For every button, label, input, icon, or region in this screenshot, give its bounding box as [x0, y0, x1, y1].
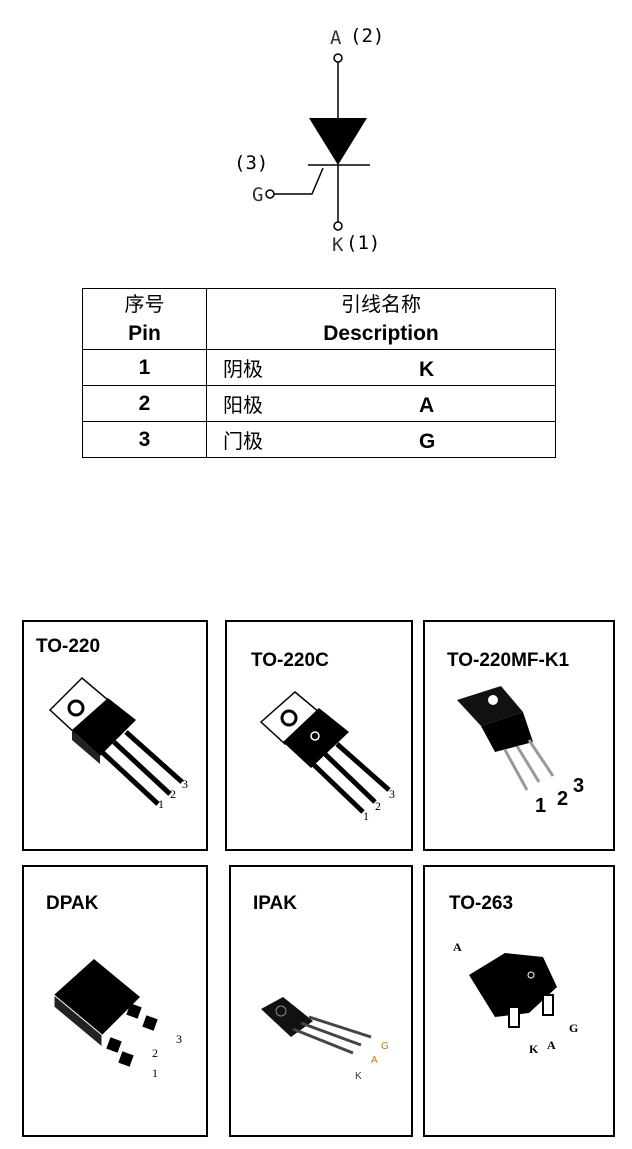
package-name: TO-220C [251, 650, 329, 671]
pin-symbol: K [419, 358, 435, 381]
package-to-263: TO-263 A K A G [423, 865, 615, 1137]
dpak-drawing: 1 2 3 [53, 959, 182, 1080]
package-name: TO-220MF-K1 [447, 650, 570, 671]
package-name: DPAK [46, 893, 99, 914]
table-row: 2 阳极 A [82, 385, 556, 422]
pin-label: 3 [389, 787, 395, 801]
table-row: 1 阴极 K [82, 349, 556, 386]
package-name: TO-220 [36, 636, 101, 657]
package-name: TO-263 [449, 893, 514, 914]
pin-name-cn: 阴极 [223, 357, 263, 381]
pin-label: G [381, 1041, 389, 1052]
package-dpak: DPAK 1 2 3 [22, 865, 208, 1137]
pin-name-cn: 门极 [223, 429, 263, 453]
pin-label: 2 [375, 799, 381, 813]
to-263-drawing: A K A G [453, 940, 578, 1056]
anode-pin: (2) [350, 25, 385, 47]
pin-label: K [529, 1042, 539, 1056]
pin-label: G [569, 1021, 578, 1035]
pin-number: 1 [82, 349, 207, 386]
pin-number: 2 [82, 385, 207, 422]
pin-label: 1 [152, 1066, 158, 1080]
pin-symbol: G [419, 430, 436, 453]
pin-symbol: A [419, 394, 435, 417]
header-pin-cn: 序号 [124, 292, 165, 316]
header-desc-cn: 引线名称 [341, 292, 421, 316]
pin-label: 2 [170, 787, 176, 801]
cathode-label: K [332, 234, 344, 256]
pin-label: 1 [535, 795, 546, 817]
pin-label: 1 [363, 809, 369, 823]
cathode-pin: (1) [346, 232, 381, 254]
table-row: 3 门极 G [82, 421, 556, 458]
package-to-220mf-k1: TO-220MF-K1 1 2 3 [423, 620, 615, 851]
tab-label: A [453, 940, 462, 954]
package-to-220: TO-220 1 2 3 [22, 620, 208, 851]
package-ipak: IPAK K A G [229, 865, 413, 1137]
table-header-row: 序号 Pin 引线名称 Description [82, 288, 556, 350]
gate-pin: (3) [234, 152, 269, 174]
pin-label: 3 [182, 777, 188, 791]
package-to-220c: TO-220C 1 2 3 [225, 620, 413, 851]
pin-label: 1 [158, 797, 164, 811]
package-name: IPAK [253, 893, 297, 914]
pin-label: 2 [152, 1046, 158, 1060]
pin-number: 3 [82, 421, 207, 458]
pin-label: A [371, 1055, 378, 1066]
anode-label: A [330, 27, 342, 49]
to-220c-drawing: 1 2 3 [259, 691, 395, 823]
pin-description-table: 序号 Pin 引线名称 Description 1 阴极 K 2 阳极 A 3 门极 G [82, 288, 556, 458]
header-desc-en: Description [323, 322, 439, 345]
ipak-drawing: K A G [261, 997, 389, 1082]
gate-label: G [252, 184, 264, 206]
pin-label: A [547, 1038, 556, 1052]
header-pin-en: Pin [128, 322, 161, 345]
pin-name-cn: 阳极 [223, 393, 263, 417]
pin-label: 2 [557, 788, 568, 810]
thyristor-symbol-drawing [265, 53, 370, 231]
pin-label: K [355, 1071, 362, 1082]
pin-label: 3 [573, 775, 584, 797]
pin-label: 3 [176, 1032, 182, 1046]
to-220mf-k1-drawing: 1 2 3 [457, 686, 584, 817]
to-220-drawing: 1 2 3 [48, 676, 188, 811]
